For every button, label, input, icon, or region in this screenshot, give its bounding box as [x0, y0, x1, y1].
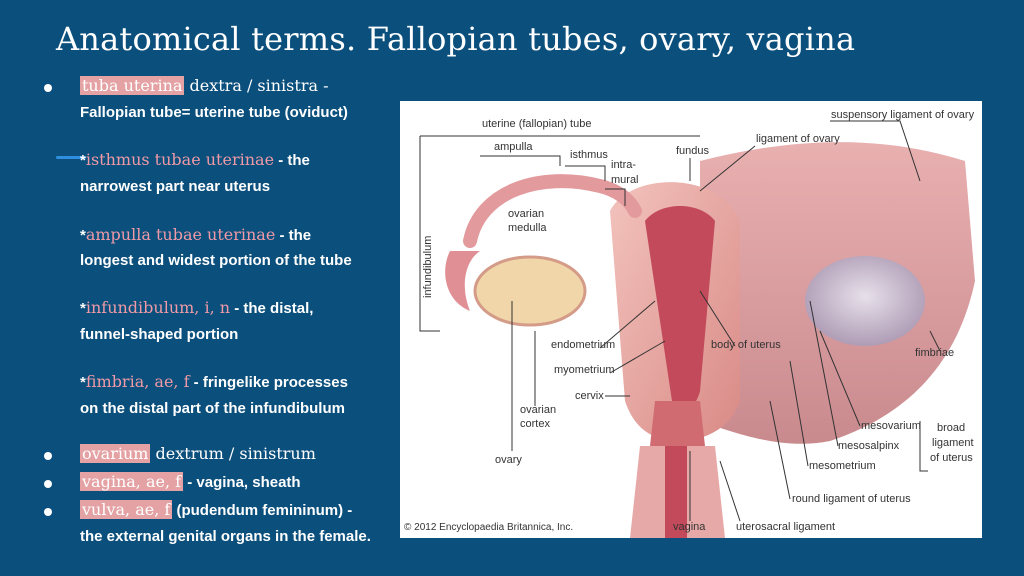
uterine-cavity-shape [645, 206, 715, 410]
label-ovarian-medulla-1: ovarian [508, 208, 544, 220]
note-isthmus: *isthmus tubae uterinae - the [80, 150, 310, 170]
asterisk: * [80, 152, 86, 169]
dash-mark [56, 156, 86, 159]
term-pink: isthmus tubae uterinae [85, 150, 275, 169]
label-intramural-2: mural [611, 174, 639, 186]
note-line: funnel-shaped portion [80, 326, 239, 343]
label-mesovarium: mesovarium [861, 420, 921, 432]
term-highlight: vagina, ae, f [80, 472, 184, 491]
note-line: on the distal part of the infundibulum [80, 400, 345, 417]
label-ampulla: ampulla [494, 141, 533, 153]
note-vagina: vagina, ae, f - vagina, sheath [80, 472, 301, 492]
label-fundus: fundus [676, 145, 710, 157]
fallopian-tube-shape [463, 174, 642, 248]
bullet-dot [44, 480, 52, 488]
label-body-uterus: body of uterus [711, 339, 781, 351]
vaginal-canal-shape [665, 446, 687, 538]
note-ovarium: ovarium dextrum / sinistrum [80, 444, 316, 463]
term-desc: - the [274, 152, 310, 169]
label-vagina: vagina [673, 521, 706, 533]
bullet-dot [44, 84, 52, 92]
label-infundibulum: infundibulum [422, 236, 434, 298]
term-desc: - fringelike processes [189, 374, 348, 391]
note-fimbria: *fimbria, ae, f - fringelike processes [80, 372, 348, 392]
label-ligament-ovary: ligament of ovary [756, 133, 840, 145]
label-broad-2: ligament [932, 437, 974, 449]
note-line: Fallopian tube= uterine tube (oviduct) [80, 104, 348, 121]
bullet-dot [44, 452, 52, 460]
label-myometrium: myometrium [554, 364, 615, 376]
term-highlight: tuba uterina [80, 76, 185, 95]
label-broad-1: broad [937, 422, 965, 434]
slide-title: Anatomical terms. Fallopian tubes, ovary… [56, 20, 856, 58]
asterisk: * [80, 374, 86, 391]
asterisk: * [80, 227, 86, 244]
notes-panel: tuba uterina dextra / sinistra - Fallopi… [0, 0, 400, 576]
label-uterosacral: uterosacral ligament [736, 521, 835, 533]
anatomy-figure: suspensory ligament of ovary uterine (fa… [400, 101, 982, 538]
label-endometrium: endometrium [551, 339, 615, 351]
label-cervix: cervix [575, 390, 604, 402]
label-isthmus: isthmus [570, 149, 608, 161]
term-pink: ampulla tubae uterinae [85, 225, 276, 244]
label-mesometrium: mesometrium [809, 460, 876, 472]
note-infundibulum: *infundibulum, i, n - the distal, [80, 298, 313, 318]
label-ovary: ovary [495, 454, 522, 466]
left-ovary-shape [473, 255, 587, 327]
leader-lines [419, 120, 941, 522]
label-intramural-1: intra- [611, 159, 636, 171]
label-round-ligament: round ligament of uterus [792, 493, 911, 505]
note-ampulla: *ampulla tubae uterinae - the [80, 225, 311, 245]
label-ovarian-medulla-2: medulla [508, 222, 547, 234]
term-pink: fimbria, ae, f [85, 372, 190, 391]
label-ovarian-cortex-1: ovarian [520, 404, 556, 416]
label-suspensory: suspensory ligament of ovary [831, 109, 975, 121]
label-fimbriae: fimbriae [915, 347, 954, 359]
note-line: the external genital organs in the femal… [80, 528, 371, 545]
cervix-shape [650, 401, 705, 446]
asterisk: * [80, 300, 86, 317]
label-mesosalpinx: mesosalpinx [838, 440, 900, 452]
note-vulva: vulva, ae, f (pudendum femininum) - [80, 500, 352, 520]
note-line: longest and widest portion of the tube [80, 252, 352, 269]
right-ovary-shape [805, 256, 925, 346]
term-desc: - vagina, sheath [183, 474, 301, 491]
term-highlight: vulva, ae, f [80, 500, 173, 519]
fimbriae-shape [445, 251, 480, 311]
term-desc: - the [275, 227, 312, 244]
term-desc: dextra / sinistra - [184, 76, 329, 95]
label-broad-3: of uterus [930, 452, 973, 464]
uterus-illustration: suspensory ligament of ovary uterine (fa… [404, 109, 975, 538]
note-line: narrowest part near uterus [80, 178, 271, 195]
term-highlight: ovarium [80, 444, 151, 463]
term-desc: - the distal, [230, 300, 314, 317]
note-tuba-uterina: tuba uterina dextra / sinistra - [80, 76, 329, 95]
copyright-text: © 2012 Encyclopaedia Britannica, Inc. [404, 522, 573, 533]
label-ovarian-cortex-2: cortex [520, 418, 550, 430]
label-uterine-tube: uterine (fallopian) tube [482, 118, 591, 130]
term-pink: infundibulum, i, n [85, 298, 231, 317]
term-desc: dextrum / sinistrum [150, 444, 316, 463]
bullet-dot [44, 508, 52, 516]
term-desc: (pudendum femininum) - [172, 502, 353, 519]
